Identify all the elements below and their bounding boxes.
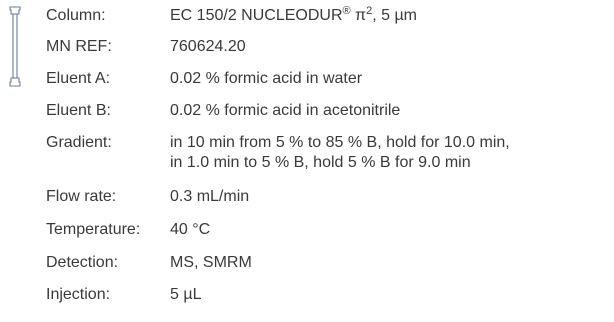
spec-value: EC 150/2 NUCLEODUR® π2, 5 µm [170,2,606,30]
spec-value: MS, SMRM [170,254,252,271]
spec-row-flow-rate: Flow rate: 0.3 mL/min [46,183,606,216]
spec-value: 0.3 mL/min [170,188,250,205]
spec-value: in 10 min from 5 % to 85 % B, hold for 1… [170,129,606,177]
spec-row-temperature: Temperature: 40 °C [46,216,606,249]
spec-value-part: EC 150/2 NUCLEODUR [170,7,343,24]
spec-value: 0.02 % formic acid in water [170,70,363,87]
spec-row-mn-ref: MN REF: 760624.20 [46,33,606,65]
spec-label: MN REF: [46,38,112,55]
spec-value-part: π [350,7,367,24]
spec-label: Eluent B: [46,102,111,119]
hplc-column-icon [9,6,21,87]
spec-row-injection: Injection: 5 µL [46,281,606,313]
spec-value: 760624.20 [170,38,246,55]
spec-label: Eluent A: [46,70,111,87]
registered-mark: ® [342,5,351,17]
spec-row-column: Column: EC 150/2 NUCLEODUR® π2, 5 µm [46,2,606,33]
spec-row-eluent-b: Eluent B: 0.02 % formic acid in acetonit… [46,97,606,129]
spec-row-detection: Detection: MS, SMRM [46,249,606,281]
spec-label: Column: [46,7,106,24]
spec-label: Gradient: [46,134,112,151]
spec-value: 40 °C [170,221,211,238]
spec-value: 0.02 % formic acid in acetonitrile [170,102,401,119]
superscript-two: 2 [366,5,373,17]
spec-row-eluent-a: Eluent A: 0.02 % formic acid in water [46,65,606,97]
spec-value: 5 µL [170,286,202,303]
spec-row-gradient: Gradient: in 10 min from 5 % to 85 % B, … [46,129,606,183]
spec-label: Temperature: [46,221,141,238]
specification-table: Column: EC 150/2 NUCLEODUR® π2, 5 µm MN … [46,2,606,313]
gradient-line: in 1.0 min to 5 % B, hold 5 % B for 9.0 … [170,154,471,171]
spec-label: Flow rate: [46,188,117,205]
spec-label: Injection: [46,286,111,303]
gradient-line: in 10 min from 5 % to 85 % B, hold for 1… [170,134,510,151]
spec-label: Detection: [46,254,119,271]
spec-value-part: , 5 µm [372,7,417,24]
